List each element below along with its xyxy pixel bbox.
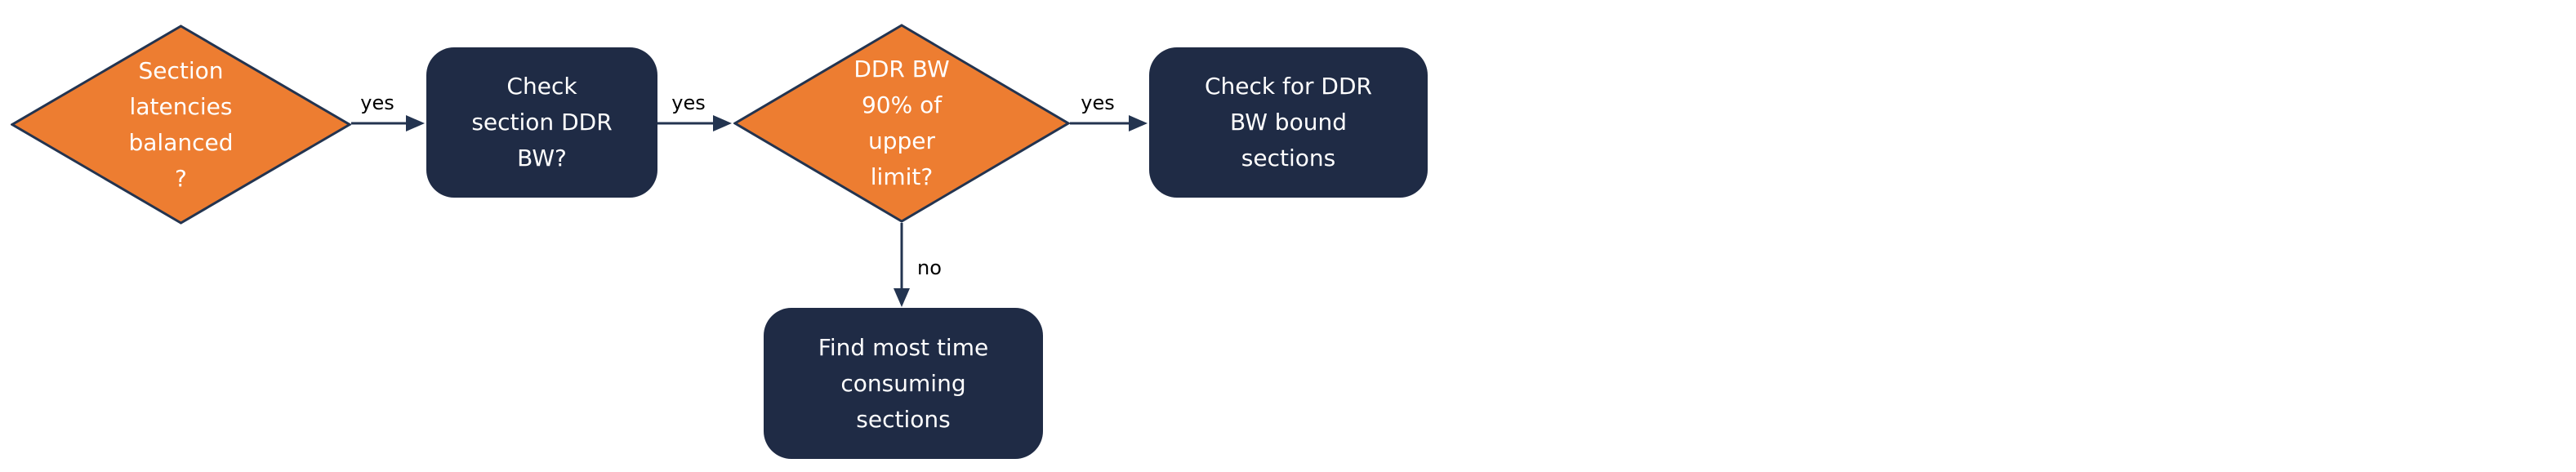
decision-section-latencies-label: Section latencies balanced ? <box>128 56 234 192</box>
decision-ddr-bw-90-label: DDR BW 90% of upper limit? <box>853 56 950 190</box>
process-find-most-time-label: Find most time consuming sections <box>818 333 989 433</box>
arrowhead-right-icon <box>406 115 425 131</box>
arrowhead-right-icon <box>713 115 732 131</box>
diamond-shape <box>11 24 351 225</box>
process-check-ddr-bw-bound-label: Check for DDR BW bound sections <box>1204 73 1372 171</box>
arrowhead-down-icon <box>894 288 910 307</box>
edge-label-yes-1: yes <box>360 91 394 114</box>
diamond-shape <box>733 24 1070 223</box>
arrowhead-right-icon <box>1129 115 1148 131</box>
decision-ddr-bw-90: DDR BW 90% of upper limit? <box>733 24 1070 223</box>
edge-label-no: no <box>917 256 942 279</box>
decision-section-latencies: Section latencies balanced ? <box>11 24 351 225</box>
process-check-section-ddr-bw-label: Check section DDR BW? <box>471 73 613 171</box>
process-find-most-time: Find most time consuming sections <box>764 308 1043 459</box>
edge-label-yes-3: yes <box>1081 91 1115 114</box>
process-check-ddr-bw-bound: Check for DDR BW bound sections <box>1149 47 1428 198</box>
process-check-section-ddr-bw: Check section DDR BW? <box>426 47 657 198</box>
edge-label-yes-2: yes <box>671 91 706 114</box>
